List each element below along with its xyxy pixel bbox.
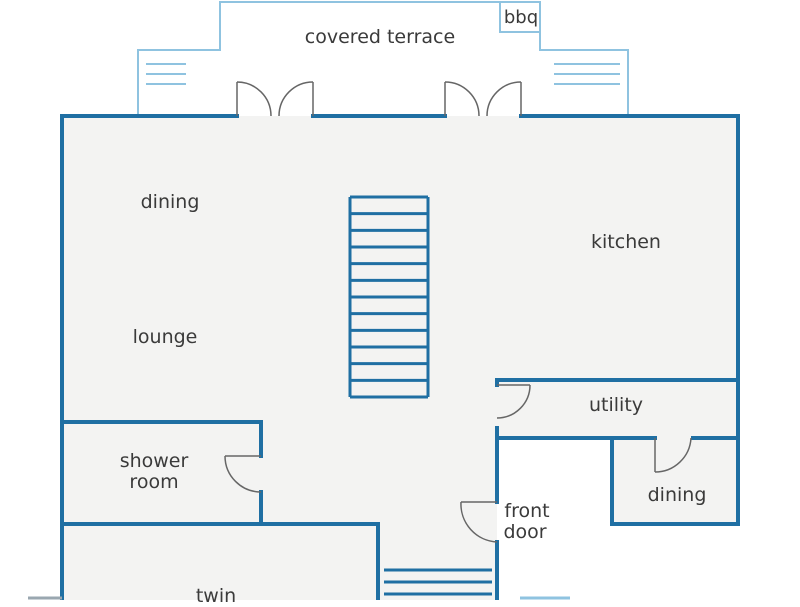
front-door-swing: [460, 501, 498, 543]
front-door-label-2: door: [503, 521, 547, 543]
kitchen-label: kitchen: [591, 231, 661, 253]
shower-door: [224, 455, 262, 493]
terrace-door-right: [444, 81, 522, 117]
doors: [224, 81, 692, 543]
entry-steps: [384, 568, 492, 596]
utility-door: [496, 384, 531, 419]
front-door-label-1: front: [504, 500, 550, 522]
bbq-label: bbq: [503, 7, 539, 28]
terrace-door-left: [236, 81, 314, 117]
floor-area: [62, 116, 738, 600]
small-dining-label: dining: [647, 484, 707, 506]
dining-label: dining: [140, 191, 200, 213]
lounge-label: lounge: [132, 326, 198, 348]
twin-label: twin: [195, 585, 237, 607]
shower-room-label-1: shower: [119, 450, 189, 472]
outer-walls: [60, 114, 740, 600]
covered-terrace-label: covered terrace: [304, 26, 456, 48]
terrace-steps-right: [554, 63, 620, 85]
shower-room-label-2: room: [129, 471, 179, 493]
terrace-steps-left: [146, 63, 186, 85]
terrace-outline: [137, 1, 629, 116]
main-staircase: [348, 195, 430, 399]
interior-walls: [60, 378, 740, 600]
small-dining-door: [654, 437, 692, 473]
utility-label: utility: [588, 394, 644, 416]
bbq-box: [499, 1, 541, 33]
